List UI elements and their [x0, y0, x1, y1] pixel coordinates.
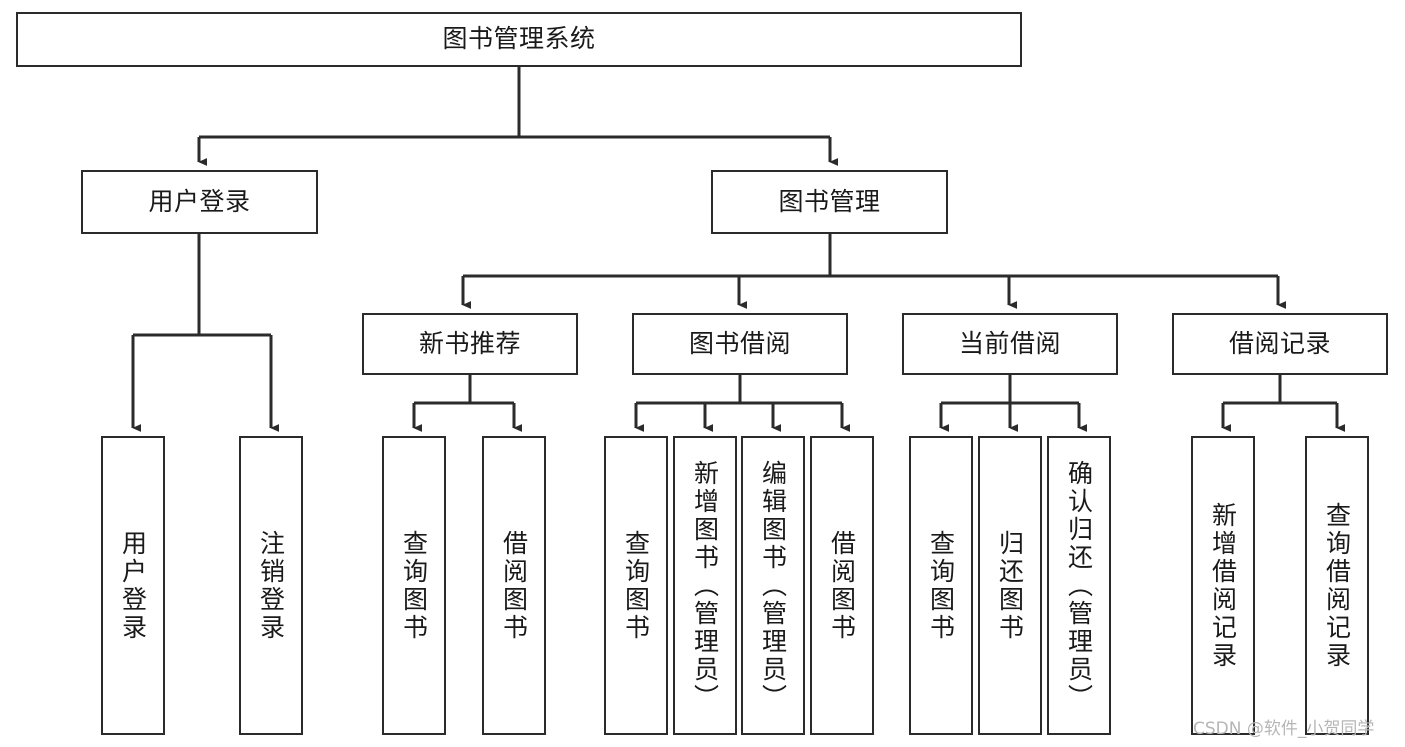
- node-leaf-borrow-book-2-label: 借阅图书: [827, 529, 857, 642]
- node-leaf-confirm-return-label: 确认归还（管理员）: [1064, 459, 1094, 712]
- node-leaf-edit-book-label: 编辑图书（管理员）: [758, 459, 788, 712]
- node-new-book-recommend[interactable]: 新书推荐: [362, 313, 578, 375]
- node-leaf-logout-login[interactable]: 注销登录: [239, 436, 303, 735]
- node-root-system[interactable]: 图书管理系统: [16, 12, 1022, 67]
- node-leaf-query-book-2[interactable]: 查询图书: [604, 436, 668, 735]
- node-current-borrow[interactable]: 当前借阅: [902, 313, 1118, 375]
- node-book-borrow[interactable]: 图书借阅: [632, 313, 848, 375]
- node-leaf-query-book-3[interactable]: 查询图书: [909, 436, 973, 735]
- node-borrow-record[interactable]: 借阅记录: [1172, 313, 1388, 375]
- node-leaf-query-record-label: 查询借阅记录: [1322, 501, 1352, 670]
- node-borrow-record-label: 借阅记录: [1228, 328, 1331, 358]
- node-leaf-edit-book[interactable]: 编辑图书（管理员）: [741, 436, 805, 735]
- node-leaf-add-record[interactable]: 新增借阅记录: [1191, 436, 1255, 735]
- node-leaf-borrow-book-2[interactable]: 借阅图书: [810, 436, 874, 735]
- node-book-borrow-label: 图书借阅: [688, 328, 791, 358]
- node-leaf-query-book-2-label: 查询图书: [621, 529, 651, 642]
- node-leaf-return-book-label: 归还图书: [995, 529, 1025, 642]
- csdn-watermark: CSDN @软件_小贺同学: [1193, 719, 1375, 739]
- node-leaf-borrow-book-1-label: 借阅图书: [499, 529, 529, 642]
- node-current-borrow-label: 当前借阅: [958, 328, 1061, 358]
- node-leaf-user-login-label: 用户登录: [118, 529, 148, 642]
- node-leaf-confirm-return[interactable]: 确认归还（管理员）: [1047, 436, 1111, 735]
- node-new-book-recommend-label: 新书推荐: [418, 328, 521, 358]
- node-leaf-borrow-book-1[interactable]: 借阅图书: [482, 436, 546, 735]
- node-user-login[interactable]: 用户登录: [81, 170, 318, 234]
- node-leaf-logout-login-label: 注销登录: [256, 529, 286, 642]
- node-root-system-label: 图书管理系统: [442, 24, 596, 54]
- node-leaf-query-book-1[interactable]: 查询图书: [382, 436, 446, 735]
- node-user-login-label: 用户登录: [148, 186, 251, 216]
- node-leaf-add-record-label: 新增借阅记录: [1208, 501, 1238, 670]
- node-book-management-label: 图书管理: [778, 186, 881, 216]
- node-leaf-query-record[interactable]: 查询借阅记录: [1305, 436, 1369, 735]
- node-leaf-return-book[interactable]: 归还图书: [978, 436, 1042, 735]
- node-leaf-add-book-label: 新增图书（管理员）: [690, 459, 720, 712]
- node-leaf-user-login[interactable]: 用户登录: [101, 436, 165, 735]
- node-leaf-query-book-1-label: 查询图书: [399, 529, 429, 642]
- node-book-management[interactable]: 图书管理: [711, 170, 948, 234]
- node-leaf-add-book[interactable]: 新增图书（管理员）: [673, 436, 737, 735]
- node-leaf-query-book-3-label: 查询图书: [926, 529, 956, 642]
